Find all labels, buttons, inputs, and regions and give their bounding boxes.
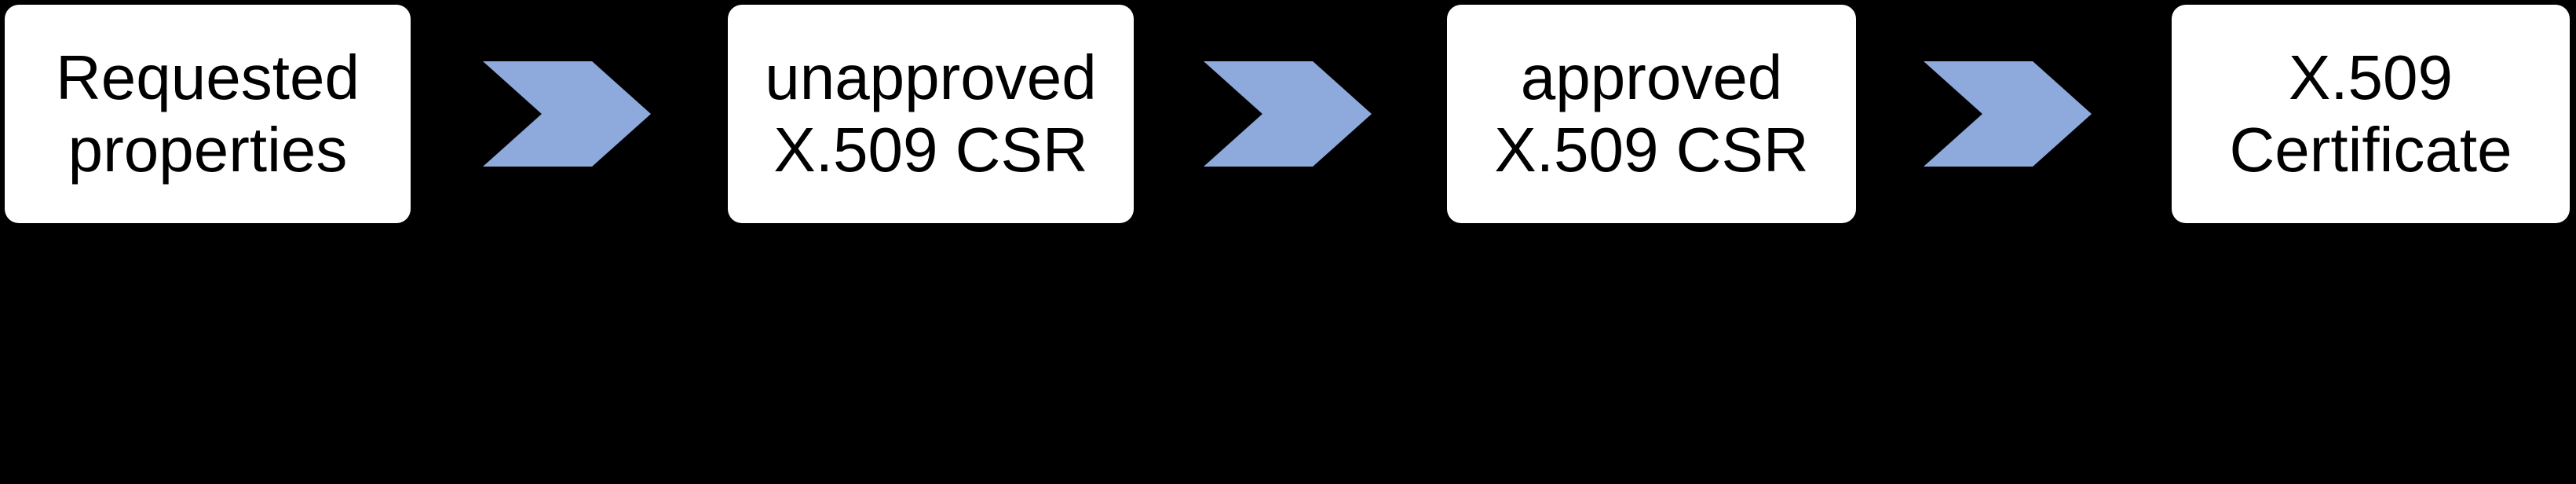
step-box-approved-x509-csr: approved X.509 CSR [1447, 5, 1856, 223]
step-label-line: X.509 CSR [1494, 115, 1809, 185]
step-label-line: Requested [56, 42, 360, 112]
step-label-line: X.509 [2288, 42, 2454, 112]
chevron-right-icon [1924, 61, 2092, 167]
step-box-x509-certificate: X.509 Certificate [2172, 5, 2570, 223]
step-label-line: unapproved [765, 42, 1097, 112]
step-label-line: X.509 CSR [773, 115, 1088, 185]
chevron-right-icon [483, 61, 651, 167]
step-label-line: approved [1520, 42, 1783, 112]
chevron-right-icon [1204, 61, 1372, 167]
step-label-line: Certificate [2229, 115, 2512, 185]
step-box-requested-properties: Requested properties [5, 5, 411, 223]
step-box-unapproved-x509-csr: unapproved X.509 CSR [728, 5, 1134, 223]
step-label-line: properties [68, 115, 348, 185]
